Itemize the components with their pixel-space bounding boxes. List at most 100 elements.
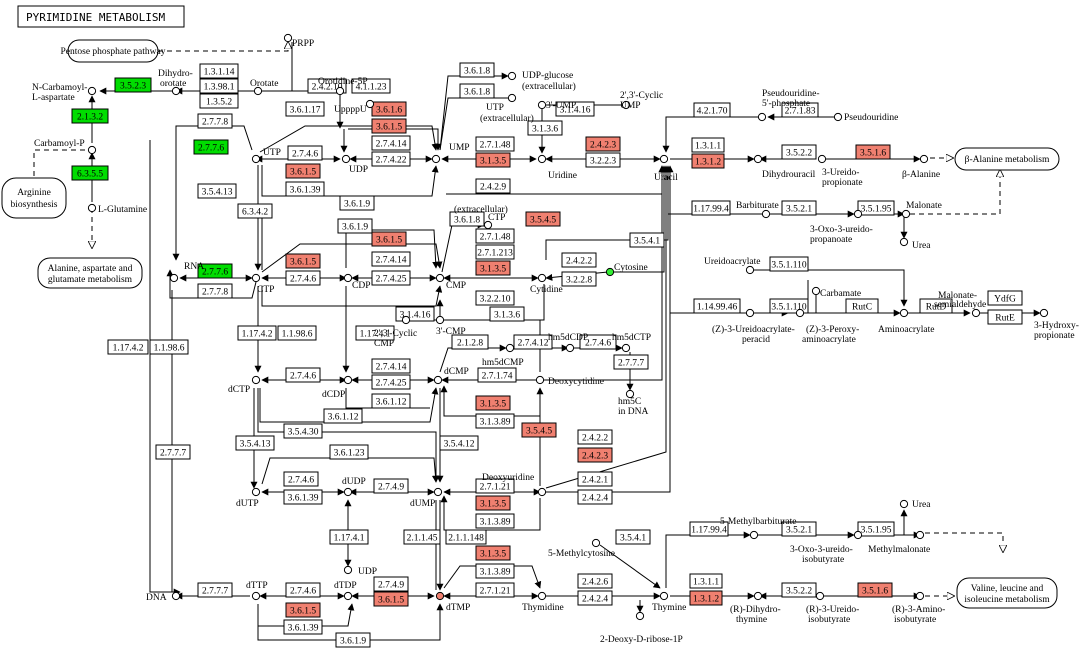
upppu-node[interactable] (365, 99, 375, 109)
enzyme-3-5-1-110-box[interactable]: 3.5.1.110 (769, 256, 809, 272)
enzyme-2-7-4-6-box[interactable]: 2.7.4.6 (285, 582, 321, 598)
enzyme-2-7-4-14-box[interactable]: 2.7.4.14 (371, 358, 411, 374)
enzyme-RutC-box[interactable]: RutC (845, 298, 879, 314)
enzyme-2-4-2-9-box[interactable]: 2.4.2.9 (475, 178, 511, 194)
l-glutamine-node[interactable] (87, 203, 97, 213)
enzyme-2-1-1-45-box[interactable]: 2.1.1.45 (403, 529, 441, 545)
enzyme-2-7-4-6-box[interactable]: 2.7.4.6 (285, 367, 321, 383)
enzyme-1-3-1-2-box[interactable]: 1.3.1.2 (691, 153, 725, 169)
enzyme-3-1-4-16-box[interactable]: 3.1.4.16 (395, 306, 435, 322)
enzyme-2-4-2-6-box[interactable]: 2.4.2.6 (577, 573, 613, 589)
dihydroorotate-node[interactable] (171, 86, 181, 96)
barbiturate-node[interactable] (761, 209, 771, 219)
oxo-ureido-node[interactable] (853, 209, 863, 219)
enzyme-1-1-98-6-box[interactable]: 1.1.98.6 (149, 339, 189, 355)
enzyme-3-6-1-5-box[interactable]: 3.6.1.5 (373, 591, 409, 607)
dcmp-node[interactable] (433, 375, 443, 385)
z-ureido-node[interactable] (745, 308, 755, 318)
enzyme-2-7-1-21-box[interactable]: 2.7.1.21 (475, 582, 515, 598)
enzyme-2-7-4-25-box[interactable]: 2.7.4.25 (371, 270, 411, 286)
enzyme-2-7-4-6-box[interactable]: 2.7.4.6 (283, 471, 319, 487)
orotate-node[interactable] (253, 86, 263, 96)
enzyme-2-7-7-6-box[interactable]: 2.7.7.6 (197, 263, 233, 279)
enzyme-1-17-4-1-box[interactable]: 1.17.4.1 (355, 325, 395, 341)
hydroxy-prop-node[interactable] (1039, 308, 1049, 318)
enzyme-3-6-1-8-box[interactable]: 3.6.1.8 (459, 83, 495, 99)
utp-node[interactable] (251, 154, 261, 164)
enzyme-2-7-4-9-box[interactable]: 2.7.4.9 (373, 478, 409, 494)
urea-node[interactable] (899, 237, 909, 247)
pathway-alanine[interactable]: Alanine, aspartate and glutamate metabol… (37, 257, 143, 289)
enzyme-1-3-5-2-box[interactable]: 1.3.5.2 (199, 93, 239, 109)
enzyme-3-1-3-6-box[interactable]: 3.1.3.6 (489, 306, 525, 322)
enzyme-1-3-1-14-box[interactable]: 1.3.1.14 (199, 63, 239, 79)
enzyme-2-7-4-12-box[interactable]: 2.7.4.12 (513, 334, 553, 350)
uridine-node[interactable] (537, 154, 547, 164)
aminoacrylate-node[interactable] (899, 308, 909, 318)
enzyme-3-1-3-5-box[interactable]: 3.1.3.5 (475, 260, 511, 276)
ump3-node[interactable] (537, 100, 547, 110)
rna-node[interactable] (169, 273, 179, 283)
enzyme-3-6-1-23-box[interactable]: 3.6.1.23 (329, 444, 369, 460)
enzyme-2-7-4-6-box[interactable]: 2.7.4.6 (579, 334, 617, 350)
enzyme-3-5-2-2-box[interactable]: 3.5.2.2 (781, 144, 817, 160)
enzyme-3-5-4-12-box[interactable]: 3.5.4.12 (439, 435, 479, 451)
enzyme-1-17-4-2-box[interactable]: 1.17.4.2 (237, 325, 277, 341)
enzyme-2-7-1-21-box[interactable]: 2.7.1.21 (475, 478, 515, 494)
enzyme-2-7-4-6-box[interactable]: 2.7.4.6 (287, 145, 323, 161)
pathway-arginine[interactable]: Arginine biosynthesis (1, 177, 67, 219)
enzyme-3-1-3-5-box[interactable]: 3.1.3.5 (475, 495, 511, 511)
enzyme-4-2-1-70-box[interactable]: 4.2.1.70 (693, 102, 731, 118)
dihydrouracil-node[interactable] (753, 154, 763, 164)
dudp-node[interactable] (343, 487, 353, 497)
enzyme-3-2-2-10-box[interactable]: 3.2.2.10 (475, 290, 515, 306)
n-carbamoyl-node[interactable] (87, 86, 97, 96)
ctp-node[interactable] (251, 273, 261, 283)
enzyme-3-6-1-39-box[interactable]: 3.6.1.39 (285, 181, 325, 197)
hm5dcmp-node[interactable] (505, 343, 515, 353)
urea2-node[interactable] (899, 499, 909, 509)
ureidoiso-node[interactable] (815, 591, 825, 601)
udp-node[interactable] (341, 154, 351, 164)
methylbarbiturate-node[interactable] (749, 530, 759, 540)
deoxyuridine-node[interactable] (537, 487, 547, 497)
malonate-semi-node[interactable] (971, 308, 981, 318)
enzyme-3-1-3-5-box[interactable]: 3.1.3.5 (475, 152, 511, 168)
pathway-beta-alanine[interactable]: β-Alanine metabolism (954, 147, 1060, 171)
carbamoyl-p-node[interactable] (87, 145, 97, 155)
enzyme-RutD-box[interactable]: RutD (919, 298, 953, 314)
enzyme-3-6-1-12-box[interactable]: 3.6.1.12 (323, 408, 363, 424)
enzyme-1-3-1-2-box[interactable]: 1.3.1.2 (689, 590, 723, 606)
enzyme-3-6-1-12-box[interactable]: 3.6.1.12 (371, 393, 411, 409)
enzyme-2-7-4-6-box[interactable]: 2.7.4.6 (285, 270, 321, 286)
ureidoacrylate-node[interactable] (745, 265, 755, 275)
pathway-valine[interactable]: Valine, leucine and isoleucine metabolis… (956, 577, 1058, 609)
enzyme-2-7-4-14-box[interactable]: 2.7.4.14 (371, 251, 411, 267)
ump-node[interactable] (431, 154, 441, 164)
thymine-node[interactable] (659, 591, 669, 601)
methylcytosine-node[interactable] (591, 538, 601, 548)
aminoiso-node[interactable] (915, 591, 925, 601)
enzyme-3-6-1-6-box[interactable]: 3.6.1.6 (371, 101, 407, 117)
enzyme-2-4-2-2-box[interactable]: 2.4.2.2 (577, 429, 613, 445)
cytosine-node[interactable] (605, 267, 615, 277)
enzyme-3-1-3-5-box[interactable]: 3.1.3.5 (475, 395, 511, 411)
enzyme-6-3-5-5-box[interactable]: 6.3.5.5 (71, 165, 109, 181)
enzyme-2-1-2-8-box[interactable]: 2.1.2.8 (451, 334, 489, 350)
enzyme-3-5-1-6-box[interactable]: 3.5.1.6 (855, 144, 891, 160)
enzyme-2-7-4-9-box[interactable]: 2.7.4.9 (373, 576, 409, 592)
enzyme-1-3-1-1-box[interactable]: 1.3.1.1 (691, 137, 725, 153)
enzyme-3-6-1-9-box[interactable]: 3.6.1.9 (335, 632, 371, 648)
enzyme-6-3-4-2-box[interactable]: 6.3.4.2 (237, 203, 273, 219)
carbamate-node[interactable] (811, 286, 821, 296)
enzyme-3-2-2-8-box[interactable]: 3.2.2.8 (561, 271, 597, 287)
enzyme-2-1-1-148-box[interactable]: 2.1.1.148 (445, 529, 487, 545)
dctp-node[interactable] (251, 375, 261, 385)
enzyme-1-1-98-6-box[interactable]: 1.1.98.6 (277, 325, 317, 341)
enzyme-3-5-4-13-box[interactable]: 3.5.4.13 (197, 183, 237, 199)
enzyme-3-6-1-39-box[interactable]: 3.6.1.39 (283, 619, 323, 635)
pseudouridine-node[interactable] (833, 112, 843, 122)
cytidine-node[interactable] (537, 273, 547, 283)
oxo-ureido-iso-node[interactable] (853, 530, 863, 540)
enzyme-3-6-1-5-box[interactable]: 3.6.1.5 (285, 602, 321, 618)
